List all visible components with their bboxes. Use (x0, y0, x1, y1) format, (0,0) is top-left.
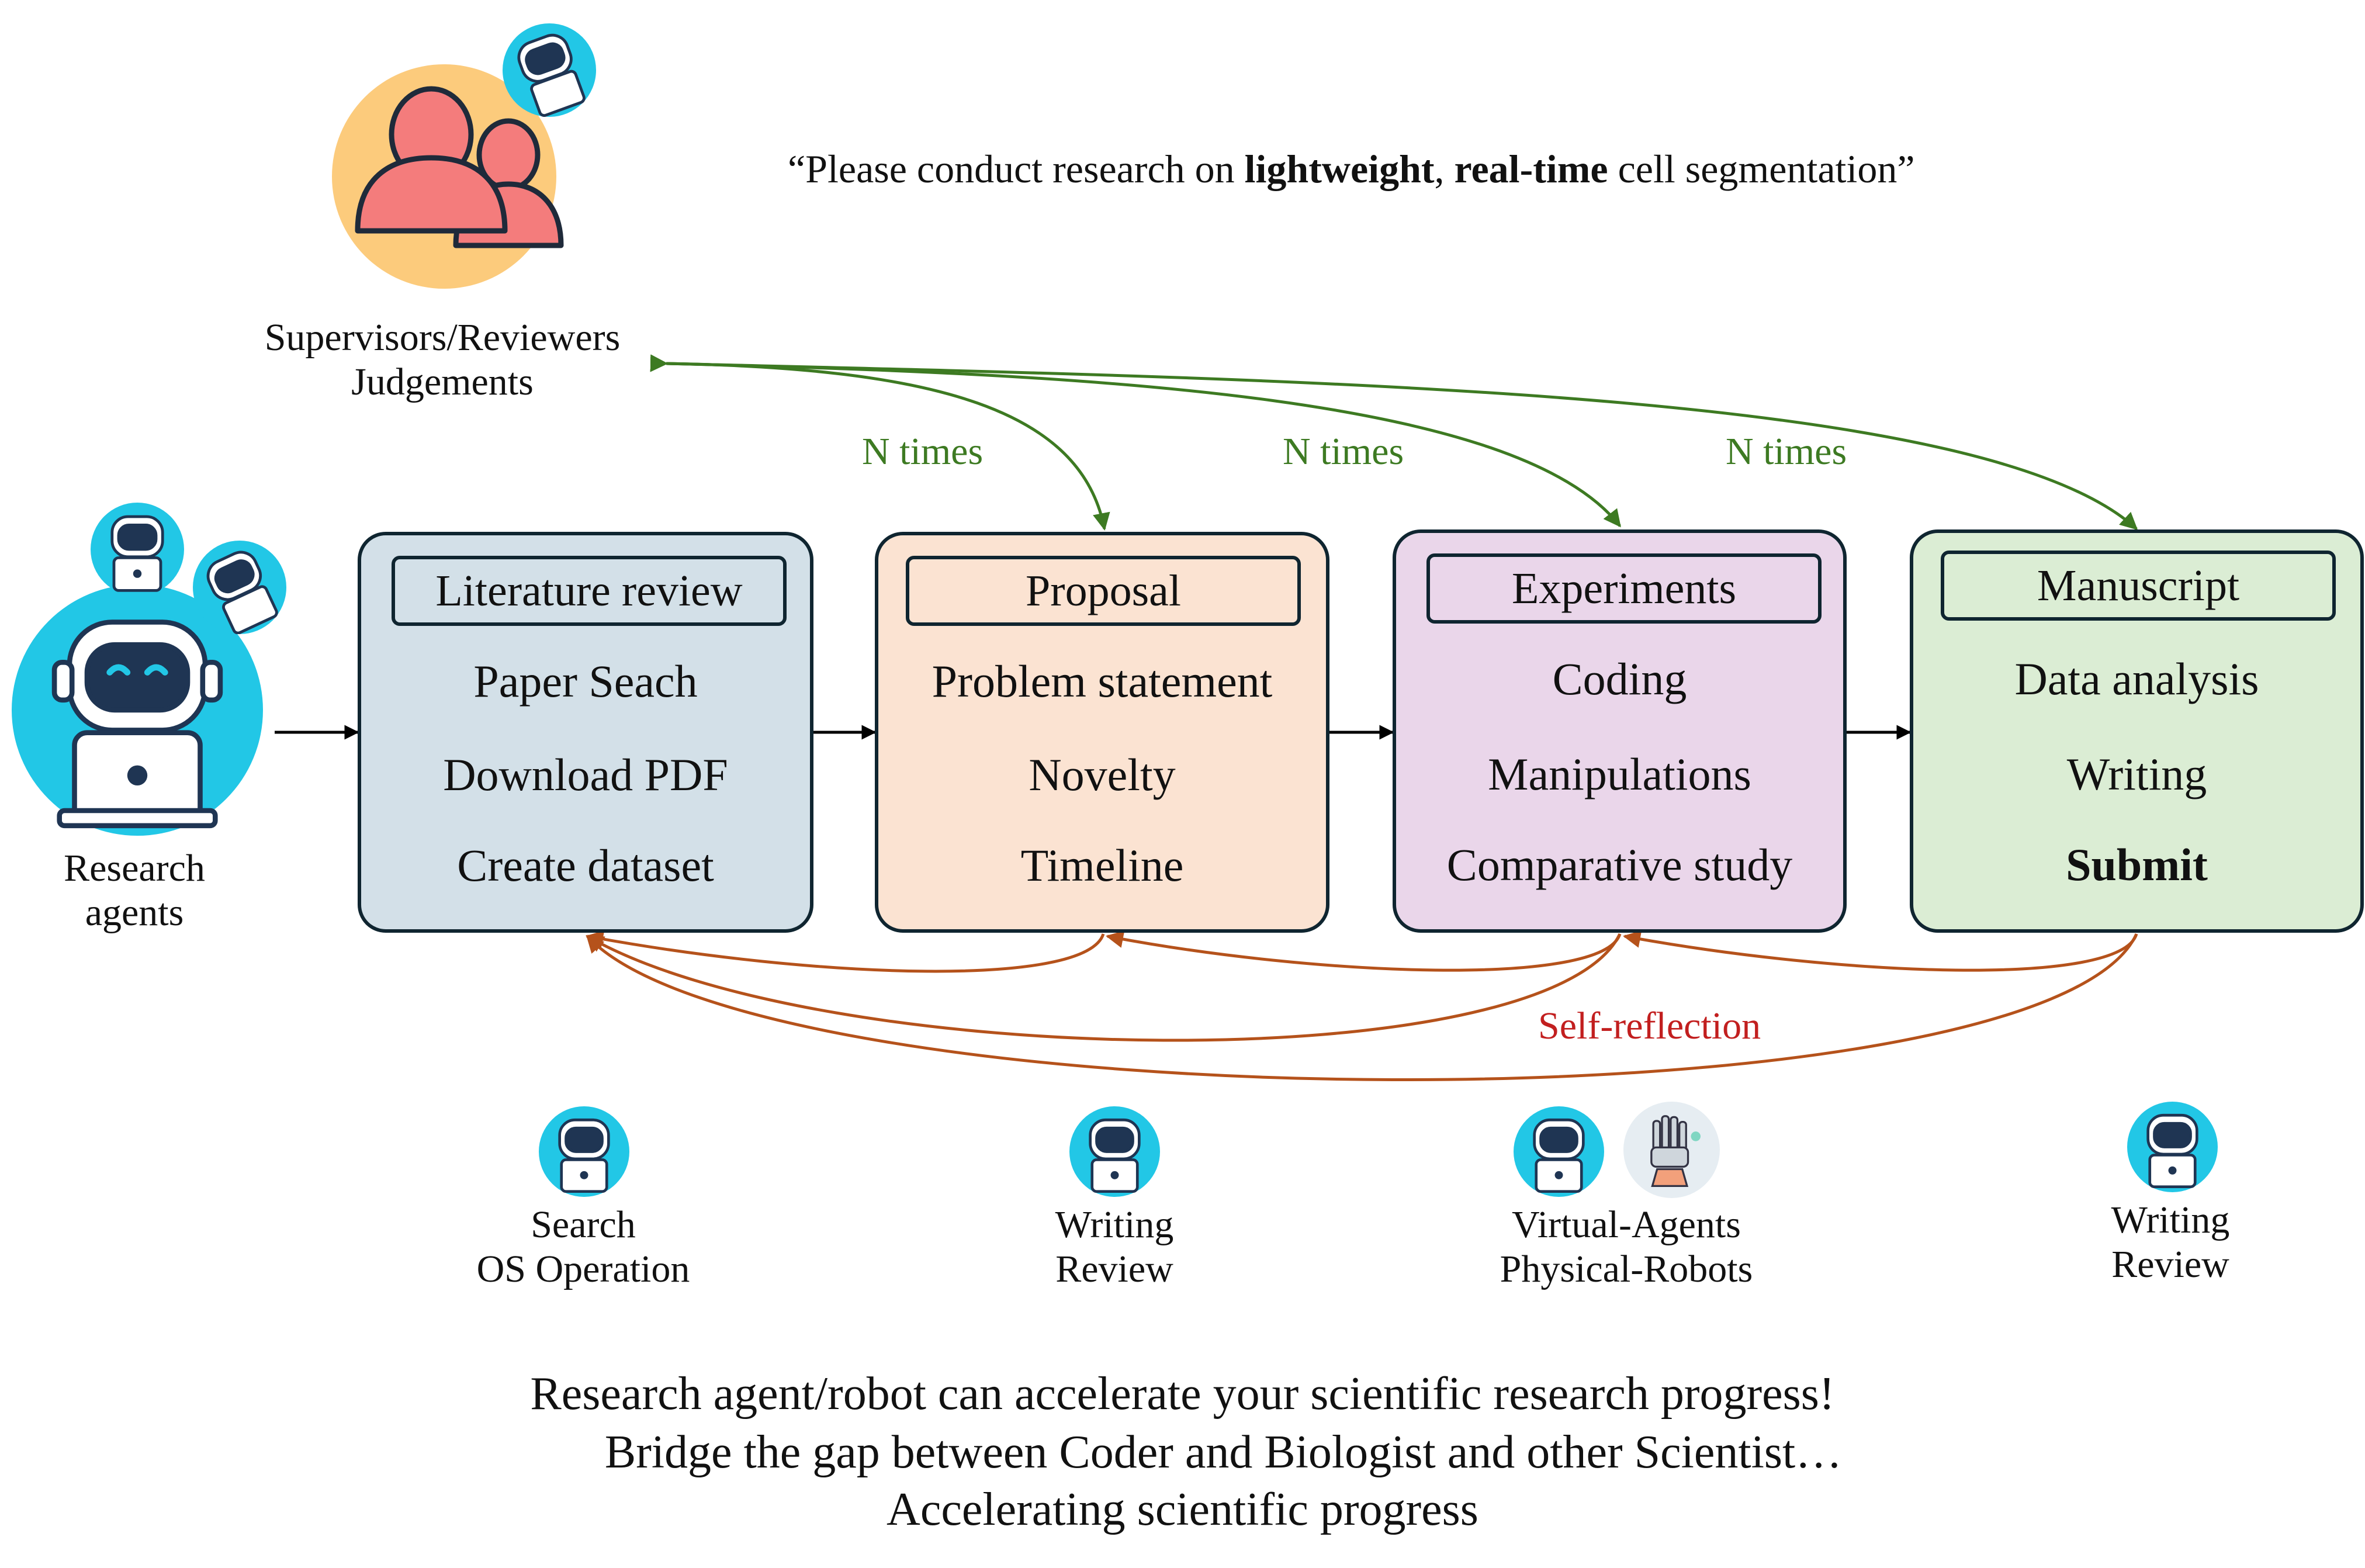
stage-header: Literature review (392, 556, 787, 626)
stage-proposal: Proposal Problem statement Novelty Timel… (875, 532, 1329, 933)
supervisor-group-icon (332, 64, 564, 289)
stage-item: Create dataset (457, 840, 714, 891)
footer-line-2: Bridge the gap between Coder and Biologi… (604, 1427, 1843, 1478)
stage-item: Comparative study (1446, 839, 1793, 890)
tool-label-search: Search OS Operation (477, 1203, 690, 1292)
research-agents-label: Research agents (64, 846, 205, 935)
self-reflection-label: Self-reflection (1538, 1005, 1761, 1047)
robot-hand-icon (1623, 1102, 1720, 1198)
loop-arrow-manuscript (650, 354, 2138, 531)
loop-label-2: N times (1283, 430, 1404, 473)
writing-robot-icon (1069, 1106, 1160, 1197)
reflect-arrow-proposal-to-literature (586, 930, 1105, 973)
stage-header: Manuscript (1941, 551, 2336, 621)
tool-label-writing: Writing Review (1055, 1203, 1174, 1292)
reflect-arrow-experiments-to-proposal (1106, 930, 1622, 972)
tool-line2: OS Operation (476, 1247, 690, 1290)
stage-item: Novelty (1029, 749, 1176, 800)
research-request-quote: “Please conduct research on lightweight,… (788, 146, 1915, 192)
stage-header: Proposal (906, 556, 1301, 626)
loop-label-1: N times (862, 430, 984, 473)
stage-item: Timeline (1020, 840, 1184, 891)
tool-line1: Search (531, 1203, 636, 1246)
tool-line1: Virtual-Agents (1512, 1203, 1741, 1246)
research-agents-line2: agents (85, 891, 184, 934)
writing-robot-icon (2127, 1102, 2218, 1192)
footer-line-3: Accelerating scientific progress (887, 1484, 1478, 1535)
supervisor-label: Supervisors/Reviewers Judgements (265, 316, 621, 404)
virtual-agent-robot-icon (1514, 1106, 1604, 1197)
search-robot-icon (539, 1106, 629, 1197)
tool-line1: Writing (1055, 1203, 1174, 1246)
tool-line2: Review (2111, 1242, 2229, 1286)
stage-item: Data analysis (2014, 653, 2259, 704)
tool-line1: Writing (2111, 1199, 2230, 1241)
stage-item: Writing (2066, 749, 2207, 799)
tool-line2: Review (1055, 1247, 1173, 1290)
request-bold-lightweight: lightweight (1244, 147, 1435, 191)
small-robot-icon (193, 541, 286, 634)
supervisor-line2: Judgements (351, 360, 534, 403)
stage-item: Paper Seach (473, 656, 698, 707)
small-robot-icon (503, 23, 596, 117)
tool-label-virtual: Virtual-Agents Physical-Robots (1500, 1203, 1753, 1292)
request-bold-realtime: real-time (1454, 147, 1608, 191)
request-text-start: “Please conduct research on (788, 147, 1245, 191)
small-robot-icon (91, 503, 184, 596)
research-agent-robot-icon (12, 584, 263, 836)
reflect-arrow-manuscript-to-experiments (1623, 930, 2138, 972)
stage-item: Problem statement (932, 656, 1273, 707)
stage-literature-review: Literature review Paper Seach Download P… (358, 532, 813, 933)
stage-item-submit: Submit (2066, 839, 2208, 890)
footer-line-1: Research agent/robot can accelerate your… (530, 1368, 1835, 1420)
research-agents-line1: Research (64, 847, 205, 889)
request-separator: , (1434, 147, 1455, 191)
stage-item: Manipulations (1488, 749, 1751, 799)
request-text-end: cell segmentation” (1608, 147, 1915, 191)
loop-label-3: N times (1726, 430, 1847, 473)
reflect-arrow-experiments-to-literature (586, 933, 1622, 1042)
stage-item: Download PDF (443, 749, 728, 800)
loop-arrow-experiments (650, 354, 1621, 528)
tool-line2: Physical-Robots (1500, 1247, 1753, 1290)
stage-experiments: Experiments Coding Manipulations Compara… (1393, 529, 1847, 933)
reflect-arrow-manuscript-to-literature (586, 933, 2138, 1082)
stage-item: Coding (1552, 653, 1687, 704)
stage-header: Experiments (1426, 553, 1822, 624)
tool-label-writing-review: Writing Review (2111, 1198, 2230, 1287)
supervisor-line1: Supervisors/Reviewers (264, 316, 621, 359)
stage-manuscript: Manuscript Data analysis Writing Submit (1910, 529, 2364, 933)
